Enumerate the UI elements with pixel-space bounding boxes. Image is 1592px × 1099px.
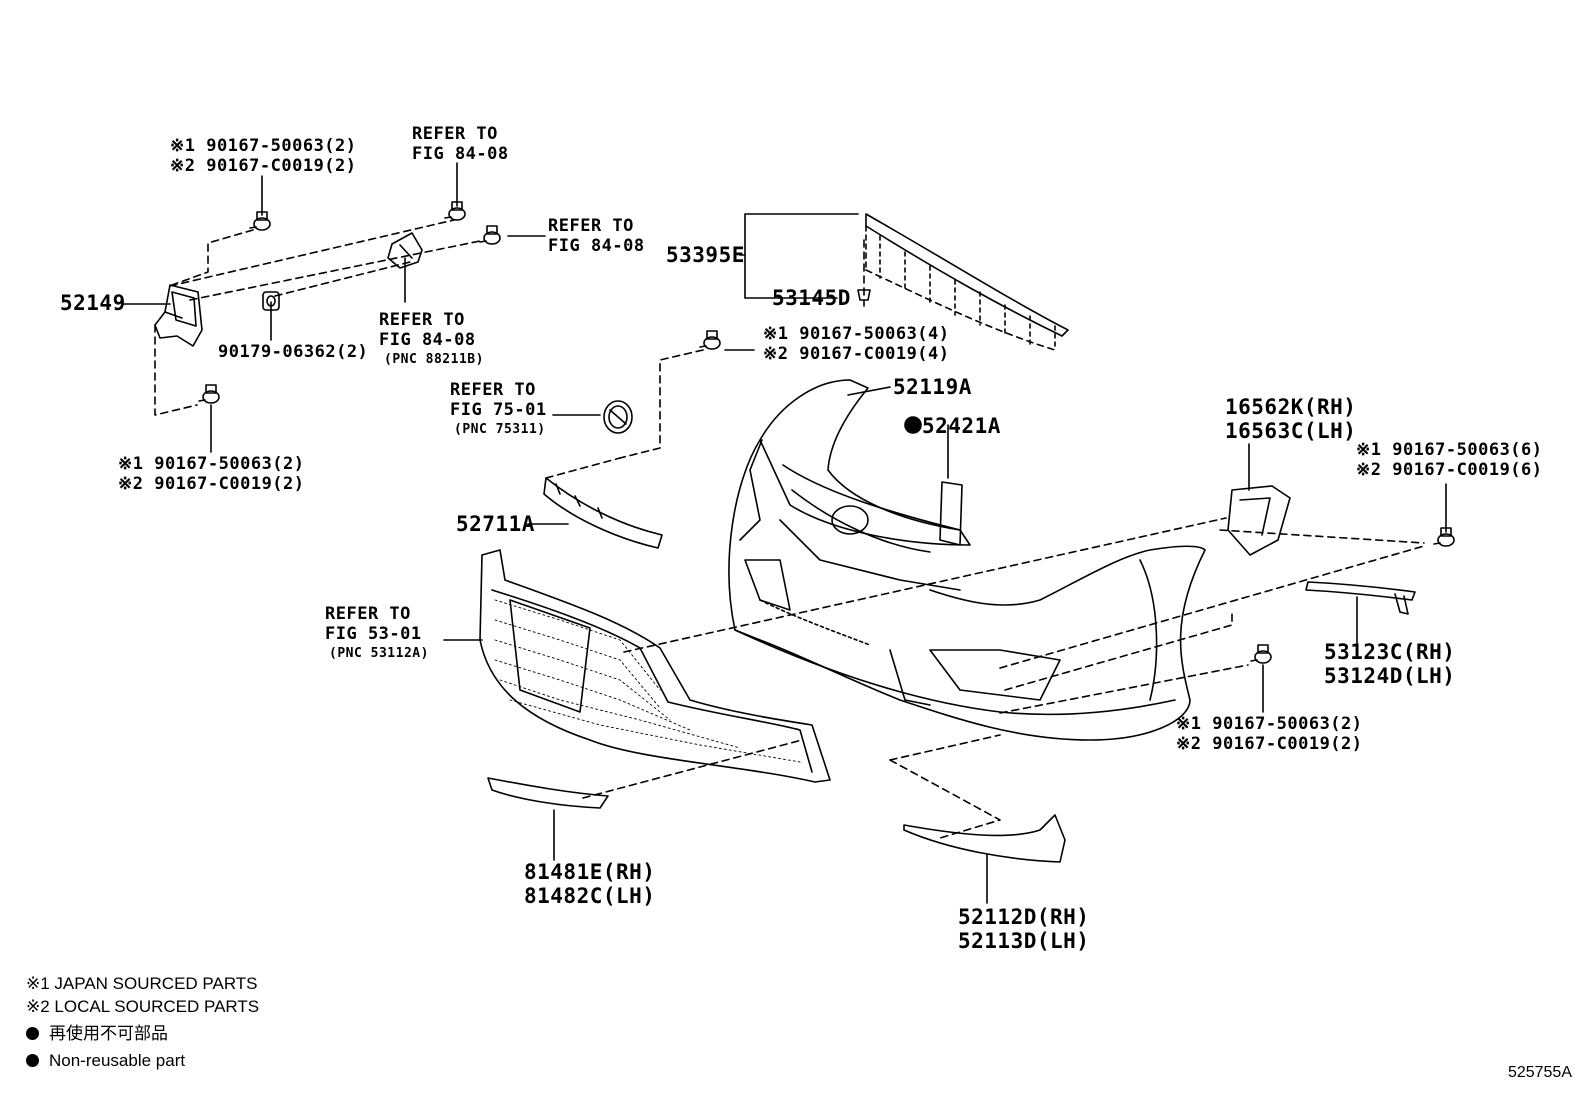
- molding-52711A: [543, 477, 663, 549]
- label-refer-fig-84-08-a: REFER TO FIG 84-08: [412, 124, 509, 164]
- label-52112D-52113D: 52112D(RH) 52113D(LH): [958, 905, 1090, 953]
- retainer-52421A: [939, 481, 963, 546]
- label-52119A: 52119A: [893, 375, 972, 399]
- bullet-icon: [26, 1054, 39, 1067]
- label-clip-bottom-left: ※1 90167-50063(2) ※2 90167-C0019(2): [118, 454, 305, 494]
- sensor-bracket: [387, 232, 423, 269]
- label-refer-fig-84-08-c: REFER TO FIG 84-08: [379, 310, 476, 350]
- non-reusable-marker: [904, 416, 922, 434]
- label-52149: 52149: [60, 291, 126, 315]
- legend-non-reusable-en-text: Non-reusable part: [49, 1051, 186, 1070]
- label-clip-right: ※1 90167-50063(6) ※2 90167-C0019(6): [1356, 440, 1543, 480]
- leader-lines: [123, 162, 1447, 904]
- label-81481E-81482C: 81481E(RH) 81482C(LH): [524, 860, 656, 908]
- legend-local: ※2 LOCAL SOURCED PARTS: [26, 997, 260, 1016]
- label-16562K-16563C: 16562K(RH) 16563C(LH): [1225, 395, 1357, 443]
- emblem: [603, 400, 633, 434]
- legend-non-reusable-jp: 再使用不可部品: [26, 1023, 168, 1045]
- label-pnc-88211b: (PNC 88211B): [384, 352, 484, 367]
- label-refer-fig-53-01: REFER TO FIG 53-01: [325, 604, 422, 644]
- label-53145D: 53145D: [772, 286, 851, 310]
- label-clip-top-left: ※1 90167-50063(2) ※2 90167-C0019(2): [170, 136, 357, 176]
- bumper-cover-52119A: [739, 379, 971, 553]
- legend-non-reusable-jp-text: 再使用不可部品: [49, 1024, 168, 1043]
- spoiler-52112D: [903, 814, 1066, 863]
- bracket-52149: [154, 284, 203, 347]
- clip-icons: [198, 201, 1455, 664]
- label-clip-middle: ※1 90167-50063(4) ※2 90167-C0019(4): [763, 324, 950, 364]
- label-52711A: 52711A: [456, 512, 535, 536]
- label-52421A: 52421A: [922, 414, 1001, 438]
- cover-81481E: [487, 777, 609, 809]
- label-refer-fig-84-08-b: REFER TO FIG 84-08: [548, 216, 645, 256]
- label-refer-fig-75-01: REFER TO FIG 75-01: [450, 380, 547, 420]
- label-53123C-53124D: 53123C(RH) 53124D(LH): [1324, 640, 1456, 688]
- assembly-lines: [154, 219, 1425, 839]
- label-pnc-53112a: (PNC 53112A): [329, 646, 429, 661]
- drawing-id: 525755A: [1507, 1064, 1572, 1081]
- hood-seal-53395E: [865, 213, 1069, 351]
- radiator-grille: [479, 549, 831, 783]
- bullet-icon: [26, 1027, 39, 1040]
- label-53395E: 53395E: [666, 243, 745, 267]
- label-clip-lower-right: ※1 90167-50063(2) ※2 90167-C0019(2): [1176, 714, 1363, 754]
- bracket-16562K: [1227, 485, 1291, 556]
- legend-non-reusable-en: Non-reusable part: [26, 1050, 185, 1072]
- front-bumper-main: [728, 439, 1206, 741]
- label-pnc-75311: (PNC 75311): [454, 422, 546, 437]
- strip-53123C: [1305, 581, 1416, 615]
- legend-japan: ※1 JAPAN SOURCED PARTS: [26, 974, 258, 993]
- label-90179-06362: 90179-06362(2): [218, 342, 369, 362]
